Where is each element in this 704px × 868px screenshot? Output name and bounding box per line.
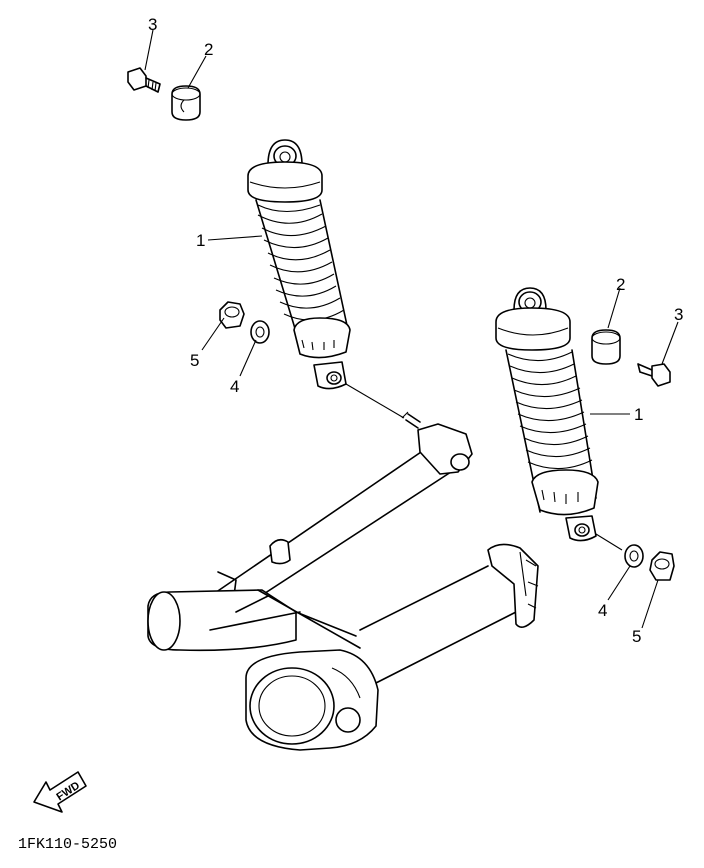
collar-left-part <box>171 85 201 121</box>
bolt-left-part <box>127 67 161 93</box>
assembly-lines <box>345 383 623 551</box>
callout-3-right: 3 <box>674 305 683 324</box>
shock-absorber-left <box>247 139 351 390</box>
callout-4-right: 4 <box>598 601 607 620</box>
swing-arm <box>147 411 539 751</box>
washer-left-part <box>250 320 270 344</box>
leader-lines <box>144 29 679 629</box>
nut-left-part <box>219 301 245 329</box>
washer-right-part <box>624 544 644 568</box>
callout-2-right: 2 <box>616 275 625 294</box>
bolt-right-part <box>637 363 671 387</box>
callout-2-left: 2 <box>204 40 213 59</box>
collar-right-part <box>591 329 621 365</box>
callout-1-right: 1 <box>634 405 643 424</box>
callout-5-right: 5 <box>632 627 641 646</box>
callout-3-left: 3 <box>148 15 157 34</box>
shock-absorber-right <box>495 287 599 542</box>
fwd-arrow-icon: FWD <box>33 771 87 813</box>
callout-5-left: 5 <box>190 351 199 370</box>
nut-right-part <box>649 551 675 581</box>
part-code: 1FK110-5250 <box>18 836 117 853</box>
callout-labels: 3 2 1 5 4 2 3 1 4 5 <box>148 15 683 646</box>
callout-1-left: 1 <box>196 231 205 250</box>
callout-4-left: 4 <box>230 377 239 396</box>
